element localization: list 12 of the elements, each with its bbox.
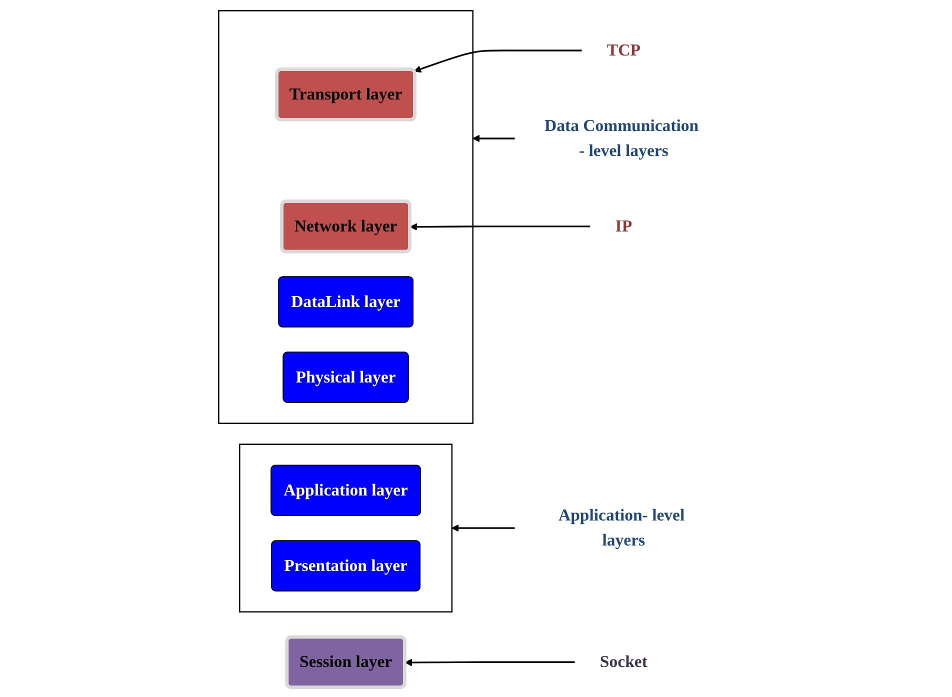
arrow [405, 658, 576, 666]
node-text: TCP [607, 40, 641, 60]
node-text: Socket [600, 652, 648, 671]
cluster [218, 10, 474, 424]
node-text: Application- level layers [558, 506, 685, 550]
arrow [410, 222, 590, 230]
arrow [452, 524, 516, 532]
node-text: Data Communication - level layers [544, 116, 699, 160]
node-text: IP [616, 216, 632, 236]
arrow [472, 134, 516, 142]
arrow [414, 49, 582, 72]
cluster [239, 443, 453, 612]
